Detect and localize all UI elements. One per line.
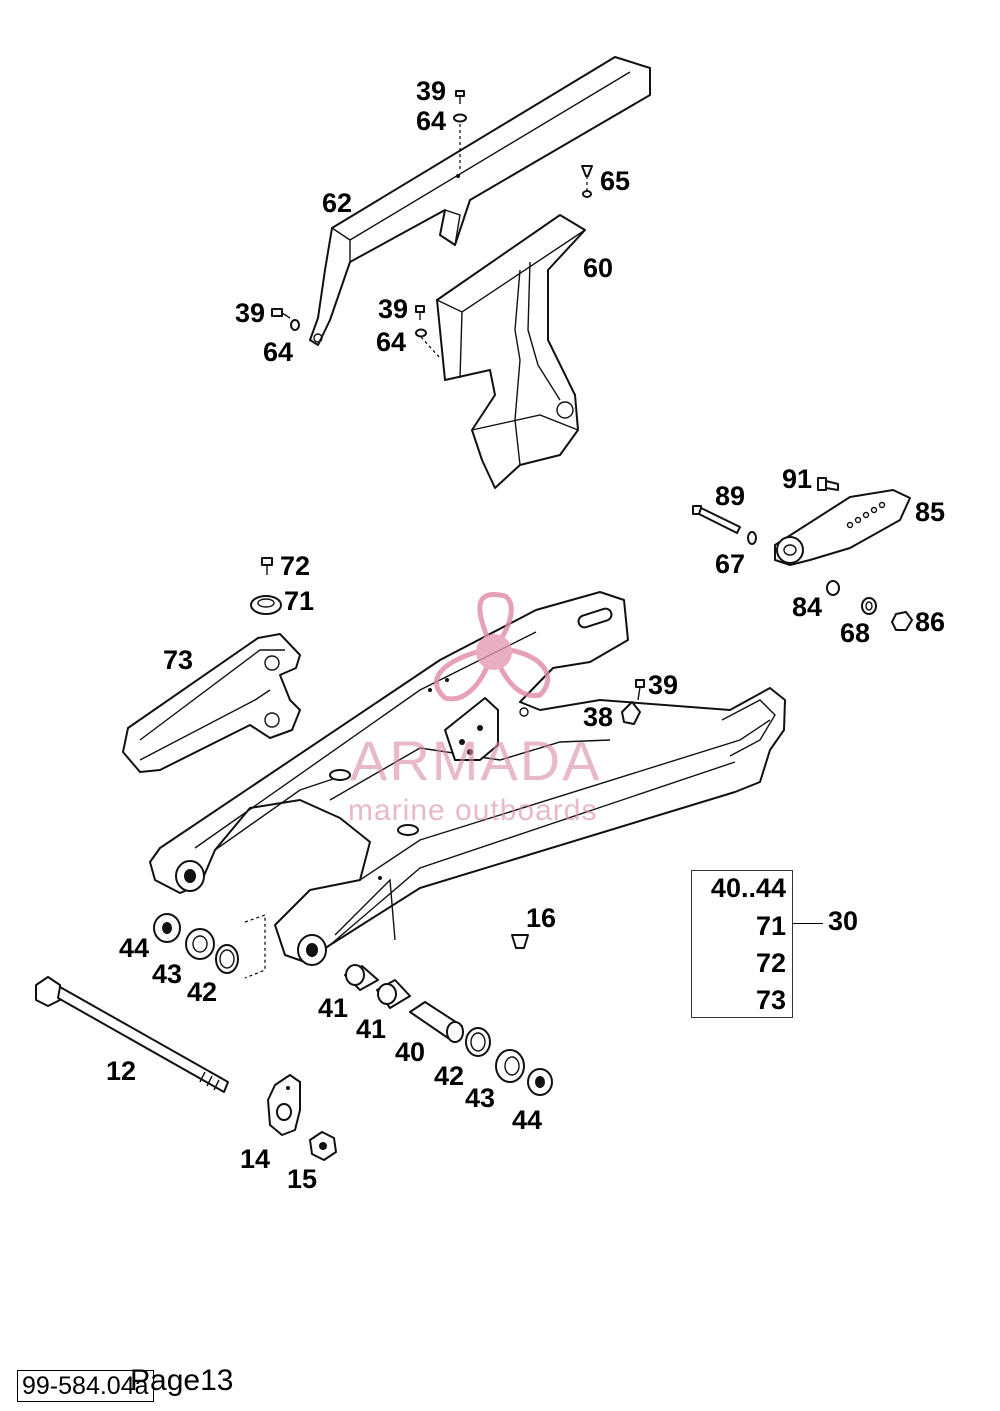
callout-84: 84 bbox=[792, 592, 822, 622]
watermark-tagline: marine outboards bbox=[348, 794, 597, 827]
screw-91 bbox=[817, 477, 839, 491]
nut-86 bbox=[891, 611, 913, 631]
washer-64-top bbox=[453, 113, 467, 123]
cap-71 bbox=[250, 595, 282, 615]
callout-38: 38 bbox=[583, 702, 613, 732]
callout-41: 41 bbox=[356, 1014, 386, 1044]
propeller-logo-icon bbox=[434, 591, 551, 702]
pivot-bolt-12 bbox=[35, 976, 229, 1093]
callout-64: 64 bbox=[263, 337, 293, 367]
kit-item: 73 bbox=[755, 985, 786, 1015]
callout-62: 62 bbox=[322, 188, 352, 218]
callout-41: 41 bbox=[318, 993, 348, 1023]
callout-16: 16 bbox=[526, 903, 556, 933]
washer-42-right bbox=[465, 1027, 491, 1057]
washer-67 bbox=[747, 531, 757, 545]
seal-43-left bbox=[185, 928, 215, 960]
chain-adjuster-plate-14 bbox=[267, 1074, 301, 1136]
washer-68 bbox=[861, 597, 877, 615]
swingarm bbox=[149, 591, 786, 966]
screw-39-top bbox=[455, 90, 465, 104]
callout-14: 14 bbox=[240, 1144, 270, 1174]
callout-72: 72 bbox=[280, 551, 310, 581]
callout-40: 40 bbox=[395, 1037, 425, 1067]
leader-bearing-left bbox=[244, 914, 266, 979]
kit-item: 40..44 bbox=[710, 873, 786, 903]
plug-16 bbox=[511, 934, 529, 949]
washer-64-mid bbox=[415, 328, 441, 359]
callout-44: 44 bbox=[119, 933, 149, 963]
callout-42: 42 bbox=[187, 977, 217, 1007]
seal-43-right bbox=[495, 1049, 525, 1083]
needle-bearing-41a bbox=[344, 964, 379, 991]
kit-label: 30 bbox=[828, 906, 859, 936]
callout-39: 39 bbox=[416, 76, 446, 106]
washer-64-left bbox=[290, 319, 300, 331]
callout-39: 39 bbox=[378, 294, 408, 324]
document-code: 99-584.04a bbox=[17, 1370, 154, 1402]
callout-68: 68 bbox=[840, 618, 870, 648]
callout-42: 42 bbox=[434, 1061, 464, 1091]
callout-64: 64 bbox=[416, 106, 446, 136]
callout-73: 73 bbox=[163, 645, 193, 675]
callout-43: 43 bbox=[152, 959, 182, 989]
callout-65: 65 bbox=[600, 166, 630, 196]
bearing-44-left bbox=[153, 913, 181, 943]
watermark: ARMADA marine outboards bbox=[348, 591, 602, 827]
rivet-65 bbox=[581, 165, 593, 198]
callout-12: 12 bbox=[106, 1056, 136, 1086]
callout-64: 64 bbox=[376, 327, 406, 357]
page-number: Page13 bbox=[130, 1364, 234, 1397]
callout-39: 39 bbox=[235, 298, 265, 328]
washer-42-left bbox=[215, 944, 239, 974]
screw-39-mid bbox=[415, 305, 425, 320]
needle-bearing-41b bbox=[376, 979, 411, 1009]
screw-39-left bbox=[271, 308, 291, 319]
callout-15: 15 bbox=[287, 1164, 317, 1194]
callout-44: 44 bbox=[512, 1105, 542, 1135]
callout-86: 86 bbox=[915, 607, 945, 637]
clip-38 bbox=[621, 701, 641, 725]
screw-39-clip bbox=[635, 679, 645, 701]
kit-item: 71 bbox=[755, 911, 786, 941]
chain-slider-85 bbox=[774, 489, 911, 566]
callout-89: 89 bbox=[715, 481, 745, 511]
callout-39: 39 bbox=[648, 670, 678, 700]
chain-slider-73 bbox=[122, 633, 301, 773]
bolt-89 bbox=[692, 505, 741, 534]
kit-contents-box: 40..44 71 72 73 bbox=[691, 870, 793, 1018]
washer-84 bbox=[826, 580, 840, 596]
kit-item: 72 bbox=[755, 948, 786, 978]
callout-60: 60 bbox=[583, 253, 613, 283]
spacer-40 bbox=[409, 1001, 464, 1043]
chain-guard-lower bbox=[436, 214, 586, 489]
watermark-brand: ARMADA bbox=[350, 729, 602, 792]
bearing-44-right bbox=[527, 1068, 553, 1096]
kit-leader-line bbox=[793, 923, 823, 924]
callout-43: 43 bbox=[465, 1083, 495, 1113]
nut-15 bbox=[309, 1131, 337, 1161]
screw-72 bbox=[261, 557, 273, 575]
callout-85: 85 bbox=[915, 497, 945, 527]
callout-71: 71 bbox=[284, 586, 314, 616]
chain-guide-upper bbox=[309, 56, 651, 346]
callout-91: 91 bbox=[782, 464, 812, 494]
callout-67: 67 bbox=[715, 549, 745, 579]
